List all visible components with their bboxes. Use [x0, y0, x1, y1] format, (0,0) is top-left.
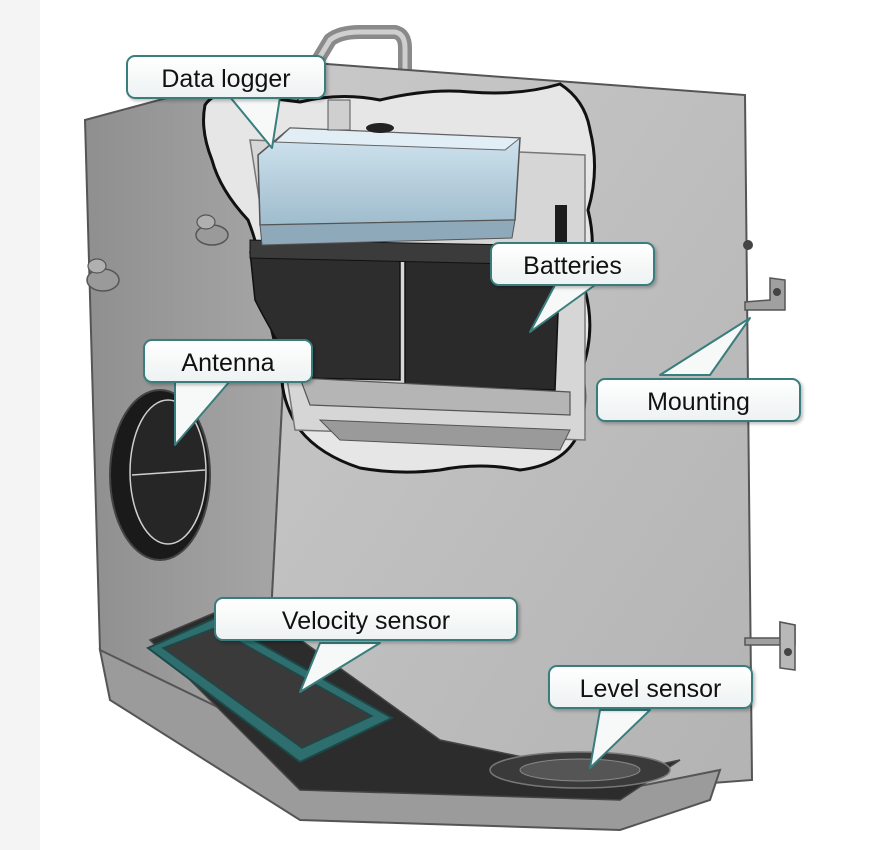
velocity-sensor-pointer: [299, 642, 381, 693]
velocity-sensor-label: Velocity sensor: [214, 597, 518, 641]
level-sensor-disc: [489, 751, 671, 789]
mounting-bracket-top: [744, 277, 786, 311]
data-logger-label: Data logger: [126, 55, 326, 99]
data-logger-box: [257, 99, 522, 246]
cable-connector: [555, 205, 567, 245]
level-sensor-label: Level sensor: [548, 665, 753, 709]
batteries-label: Batteries: [490, 242, 655, 286]
mounting-bracket-bottom: [744, 621, 796, 671]
mounting-screw: [743, 240, 753, 250]
batteries-pointer: [529, 284, 596, 333]
velocity-sensor-plate: [146, 616, 395, 764]
carry-handle: [311, 25, 412, 87]
antenna-pointer: [174, 380, 231, 446]
mounting-label: Mounting: [596, 378, 801, 422]
page-margin: [0, 0, 40, 850]
wing-nut-upper: [195, 214, 229, 246]
batteries-drawing: [249, 239, 571, 451]
level-sensor-pointer: [589, 709, 651, 769]
antenna-label: Antenna: [143, 339, 313, 383]
data-logger-pointer: [229, 96, 281, 149]
mounting-pointer: [659, 317, 751, 376]
wing-nut-lower: [86, 258, 120, 292]
